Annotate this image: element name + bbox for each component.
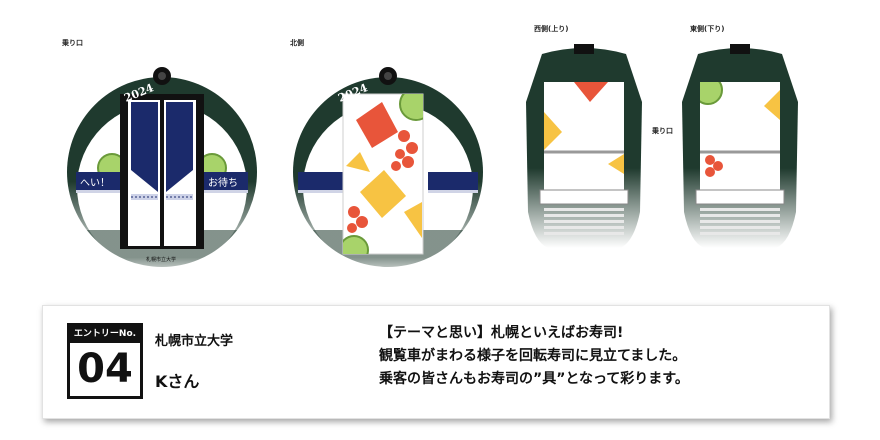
gondola-east-view	[682, 44, 798, 248]
theme-line: 乗客の皆さんもお寿司の”具”となって彩ります。	[379, 371, 689, 387]
vent-slats	[544, 208, 624, 235]
banner-right	[428, 172, 478, 190]
vent-slats	[700, 208, 780, 235]
banner-left	[298, 172, 348, 190]
noren-right	[166, 102, 193, 192]
noren-left	[131, 102, 158, 192]
school-name: 札幌市立大学	[155, 334, 234, 349]
banner-left-text: へい！	[80, 178, 110, 189]
tamago-large	[360, 170, 406, 218]
banner-left	[76, 172, 134, 190]
view-label-east: 東側(下り)	[690, 25, 725, 33]
person-name: Kさん	[155, 372, 200, 391]
ikura	[398, 130, 410, 142]
school-mark: 札幌市立大学	[146, 256, 176, 263]
entry-card: エントリーNo. 04 札幌市立大学 Kさん 【テーマと思い】札幌といえばお寿司…	[42, 305, 830, 419]
lower-panel	[695, 189, 785, 205]
gondola-north-view: 2024	[293, 67, 483, 267]
lower-panel	[539, 189, 629, 205]
cucumber-slice	[700, 82, 723, 105]
hanger-base	[574, 44, 594, 54]
gondola-entrance-view: 2024 へい！ お待ち 札幌市立大学	[67, 67, 257, 267]
banner-right-text: お待ち	[208, 176, 238, 189]
gondola-west-view	[526, 44, 642, 248]
tamago-triangle	[544, 112, 562, 150]
theme-line: 【テーマと思い】札幌といえばお寿司!	[379, 325, 624, 341]
cucumber-slice	[399, 94, 423, 121]
tamago-piece	[346, 152, 370, 172]
theme-line: 観覧車がまわる様子を回転寿司に見立てました。	[379, 348, 687, 364]
theme-text: 【テーマと思い】札幌といえばお寿司! 観覧車がまわる様子を回転寿司に見立てました…	[379, 322, 689, 391]
tamago-triangle	[764, 90, 780, 120]
ikura	[705, 155, 715, 165]
view-label-north: 北側	[290, 39, 304, 47]
view-label-entrance: 乗り口	[62, 39, 83, 47]
salmon-triangle	[574, 82, 608, 102]
entry-number: 04	[77, 346, 133, 392]
banner-right	[190, 172, 248, 190]
entry-badge-label: エントリーNo.	[70, 326, 140, 343]
hanger-base	[730, 44, 750, 54]
salmon-piece	[356, 102, 398, 148]
entry-badge: エントリーNo. 04	[67, 323, 143, 399]
view-label-west: 西側(上り)	[534, 25, 569, 33]
view-label-side-entrance: 乗り口	[652, 127, 673, 135]
tamago-triangle-small	[608, 154, 624, 174]
